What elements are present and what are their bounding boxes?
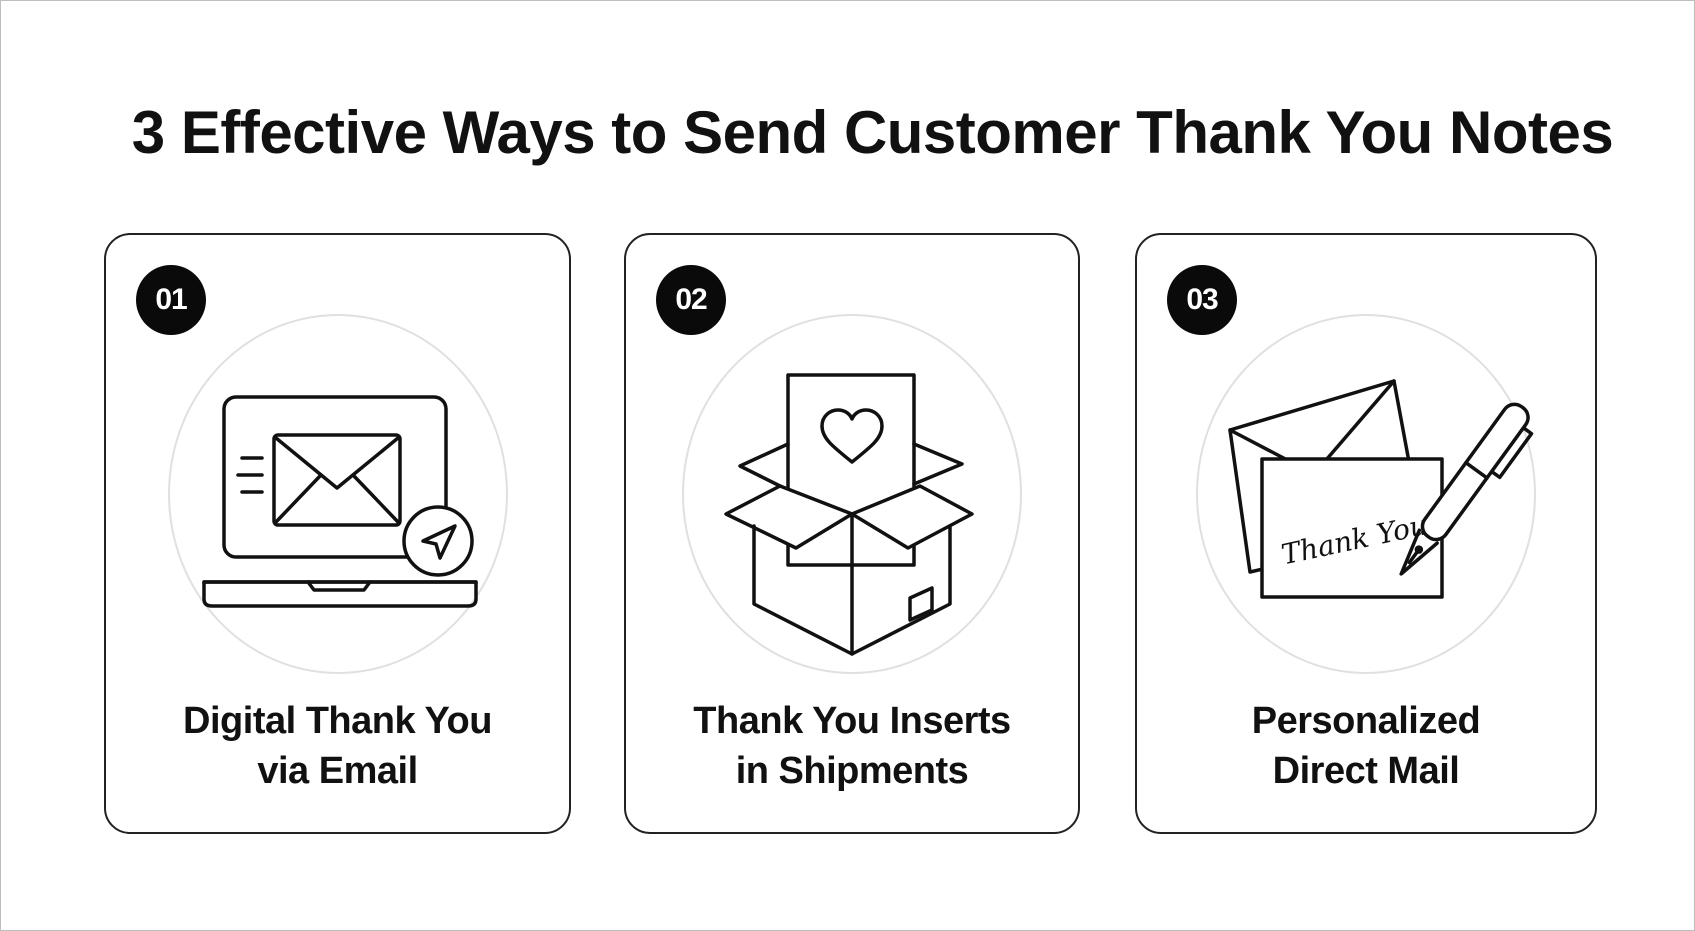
card-label-line2: Direct Mail	[1272, 750, 1460, 792]
laptop-email-icon	[168, 314, 508, 674]
step-badge: 01	[136, 265, 206, 335]
shipping-box-card-icon	[682, 314, 1022, 674]
card-label-line2: via Email	[257, 750, 418, 792]
card-direct-mail: 03 Thank You! Personalized Direct Mail	[1135, 233, 1597, 834]
envelope-card-pen-icon: Thank You!	[1196, 314, 1536, 674]
card-label: Thank You Inserts in Shipments	[626, 696, 1078, 796]
card-label-line1: Digital Thank You	[183, 700, 492, 742]
icon-halo	[167, 314, 508, 674]
card-shipment-inserts: 02 Thank You Inserts in Shipments	[624, 233, 1080, 834]
page-title: 3 Effective Ways to Send Customer Thank …	[131, 99, 1614, 166]
step-badge: 02	[656, 265, 726, 335]
card-label: Digital Thank You via Email	[106, 696, 569, 796]
icon-halo	[1196, 314, 1536, 674]
icon-halo	[682, 314, 1022, 674]
card-digital-email: 01 Digital Thank You via Email	[104, 233, 571, 834]
card-label-line2: in Shipments	[735, 750, 969, 792]
step-badge: 03	[1167, 265, 1237, 335]
card-label: Personalized Direct Mail	[1137, 696, 1595, 796]
card-label-line1: Personalized	[1251, 700, 1481, 742]
card-label-line1: Thank You Inserts	[693, 700, 1011, 742]
